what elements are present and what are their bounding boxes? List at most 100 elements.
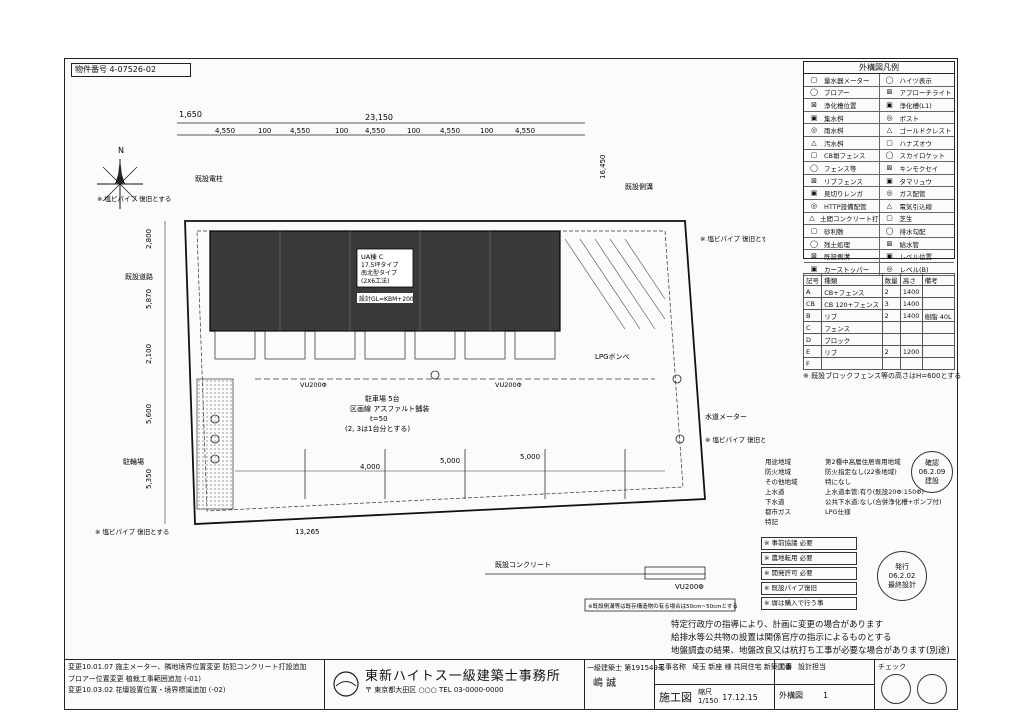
- drawing-date: 17.12.15: [722, 693, 758, 702]
- legend-label: 砂利敷: [824, 227, 844, 236]
- fence-cell: [899, 357, 923, 370]
- fence-cell: [881, 321, 901, 334]
- dim-left-4: 5,600: [145, 404, 153, 424]
- fence-header-cell: 種類: [821, 273, 883, 286]
- legend-label: ポスト: [899, 114, 920, 123]
- legend-cell: ◎HTTP設備配管: [804, 199, 880, 212]
- sheet-total: 1: [823, 691, 829, 700]
- label-pole: 既設電柱: [195, 174, 223, 183]
- legend-symbol-icon: ▣: [886, 100, 893, 109]
- legend-symbol-icon: ◯: [810, 239, 818, 248]
- legend-symbol-icon: ⊠: [886, 163, 893, 172]
- fence-cell: 3: [881, 297, 901, 310]
- manhole-icons: [210, 370, 685, 464]
- legend-label: ゴールドクレスト: [899, 127, 952, 136]
- firm-name: 東新ハイトス一級建築士事務所: [365, 669, 561, 684]
- check-label: チェック: [878, 663, 906, 671]
- fence-header-cell: 備考: [921, 273, 956, 286]
- legend-row: ▢量水器メーター◯ハイツ表示: [804, 74, 954, 87]
- section-label: 既設コンクリート: [495, 560, 551, 569]
- legend-label: 電気引込線: [899, 202, 933, 211]
- fence-cell: [921, 321, 956, 334]
- fence-cell: [921, 357, 956, 370]
- label-gutter: 既設側溝: [625, 182, 653, 191]
- legend-row: ▣見切りレンガ◎ガス配管: [804, 187, 954, 200]
- condition-value: 上水道本管:有り(既設20Φ:150Φ): [825, 488, 924, 496]
- legend-cell: ◎レベル(B): [880, 263, 955, 275]
- dim-segments: 4,550 100 4,550 100 4,550 100 4,550 100 …: [215, 127, 535, 135]
- legend-table: 外構図凡例 ▢量水器メーター◯ハイツ表示◯ブロアー⊠アプローチライト⊠浄化槽位置…: [803, 61, 955, 276]
- legend-symbol-icon: ⊠: [811, 100, 817, 109]
- vu-label-2: VU200Φ: [495, 381, 522, 389]
- legend-row: ◯残土処理⊠給水管: [804, 237, 955, 251]
- legend-symbol-icon: ◎: [810, 126, 818, 135]
- drawing-sheet: 物件番号 4-07526-02 N 23,150 1,650 4,550 100…: [64, 58, 961, 710]
- legend-label: アプローチライト: [899, 89, 952, 98]
- legend-cell: ◎ガス配管: [880, 187, 955, 199]
- legend-cell: ◯ブロアー: [804, 86, 880, 99]
- fence-cell: D: [802, 333, 823, 346]
- pipe-note-4: ※ 塩ビパイプ 復旧とする: [95, 527, 169, 536]
- dim-left-5: 5,350: [145, 469, 153, 489]
- north-arrow-icon: [97, 159, 143, 209]
- legend-symbol-icon: ◎: [810, 201, 818, 210]
- remarks: 特定行政庁の指導により、計画に変更の場合があります 給排水等公共物の設置は関係官…: [671, 619, 950, 658]
- legend-cell: ◎雨水桝: [804, 124, 880, 136]
- north-label: N: [118, 146, 124, 155]
- legend-cell: ⊠リブフェンス: [804, 174, 880, 187]
- fence-cell: CB: [802, 297, 823, 310]
- svg-text:100: 100: [258, 127, 271, 135]
- condition-key: 防火地域: [765, 468, 791, 476]
- check-cell: チェック: [875, 660, 956, 709]
- fence-header-cell: 数量: [881, 273, 901, 286]
- legend-cell: △ 電気引込線: [880, 200, 955, 212]
- legend-symbol-icon: △: [886, 201, 893, 210]
- legend-cell: ▣浄化槽(L1): [880, 99, 955, 111]
- dim-bottom-total: 13,265: [295, 528, 320, 536]
- parking-label2: 区画線 アスファルト舗装: [350, 404, 429, 413]
- legend-symbol-icon: ⊠: [886, 88, 893, 97]
- condition-value: 特になし: [825, 478, 851, 486]
- legend-cell: ⊠ キンモクセイ: [880, 162, 955, 174]
- scale-value: 1/150: [698, 697, 719, 705]
- fence-cell: [821, 357, 883, 370]
- legend-label: 土間コンクリート打: [820, 215, 879, 224]
- building-sub3: (2X6工法): [361, 277, 389, 285]
- remark-1: 特定行政庁の指導により、計画に変更の場合があります: [671, 620, 883, 630]
- condition-row: その他地域特になし: [765, 477, 955, 487]
- legend-cell: ▢砂利敷: [804, 225, 880, 237]
- condition-row: 上水道上水道本管:有り(既設20Φ:150Φ): [765, 487, 955, 497]
- fence-cell: CB+フェンス: [821, 285, 883, 298]
- legend-label: ブロアー: [824, 89, 850, 98]
- fence-cell: [921, 285, 956, 298]
- legend-label: 芝生: [899, 215, 913, 224]
- legend-symbol-icon: ▣: [886, 176, 893, 185]
- legend-label: ハナズオウ: [899, 139, 933, 148]
- check-stamp-2: [917, 674, 947, 704]
- pipe-note-2: ※ 塩ビパイプ 復旧とする: [700, 234, 765, 243]
- sheet-cell: 図番 設計担当 外構図 1: [775, 660, 875, 709]
- legend-cell: ◯排水勾配: [880, 225, 955, 237]
- fence-cell: ブロック: [821, 333, 883, 346]
- legend-symbol-icon: ◎: [886, 113, 893, 122]
- legend-symbol-icon: ▢: [810, 75, 818, 84]
- fence-cell: [921, 345, 956, 358]
- legend-label: キンモクセイ: [899, 164, 939, 173]
- legend-cell: ⊠給水管: [880, 238, 955, 250]
- dim-total: 23,150: [365, 113, 393, 122]
- legend-cell: ▣見切りレンガ: [804, 187, 880, 199]
- legend-label: CB塀フェンス: [824, 152, 866, 161]
- legend-row: ▣集水桝◎ポスト: [804, 111, 954, 125]
- legend-symbol-icon: ◯: [810, 163, 818, 172]
- pipe-note-3: ※ 塩ビパイプ 復旧とする: [705, 435, 765, 444]
- legend-symbol-icon: ◯: [885, 75, 894, 84]
- parking-label4: (2, 3は1台分とする): [345, 424, 410, 433]
- legend-cell: ▢芝生: [880, 213, 955, 225]
- legend-symbol-icon: ▢: [810, 151, 818, 160]
- legend-cell: △ゴールドクレスト: [880, 124, 955, 136]
- svg-text:4,550: 4,550: [290, 127, 310, 135]
